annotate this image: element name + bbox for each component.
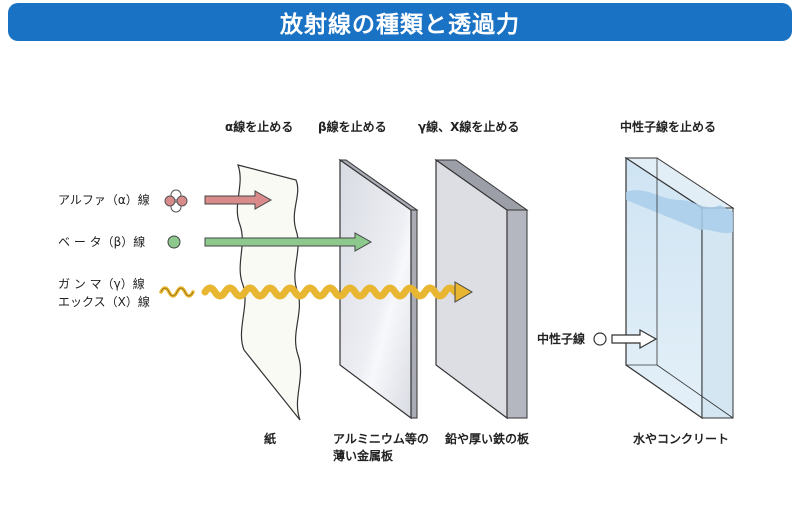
label-paper: 紙 xyxy=(264,432,277,446)
label-gamma: ガ ン マ（γ）線 xyxy=(58,277,145,291)
label-beta: ベ ー タ（β）線 xyxy=(58,235,146,249)
label-gamma-stop: γ線、X線を止める xyxy=(418,120,520,134)
beta-symbol xyxy=(167,235,181,249)
label-alpha: アルファ（α）線 xyxy=(58,193,150,207)
gamma-arrow xyxy=(201,281,473,303)
label-neutron-stop: 中性子線を止める xyxy=(620,120,717,134)
beta-arrow xyxy=(204,232,373,252)
page-title: 放射線の種類と透過力 xyxy=(8,3,792,41)
neutron-symbol xyxy=(593,332,607,346)
paper-sheet xyxy=(236,164,302,421)
label-beta-stop: β線を止める xyxy=(318,120,387,134)
neutron-arrow xyxy=(611,328,658,350)
label-aluminum-1: アルミニウム等の xyxy=(333,432,429,446)
label-lead: 鉛や厚い鉄の板 xyxy=(445,432,530,446)
label-neutron: 中性子線 xyxy=(537,332,586,346)
label-aluminum-2: 薄い金属板 xyxy=(333,449,394,463)
alpha-symbol xyxy=(164,189,188,213)
label-xray: エックス（X）線 xyxy=(58,295,150,309)
alpha-arrow xyxy=(204,190,273,210)
water-block xyxy=(624,156,735,420)
label-alpha-stop: α線を止める xyxy=(225,120,294,134)
lead-plate xyxy=(434,158,529,420)
label-water: 水やコンクリート xyxy=(633,432,730,446)
